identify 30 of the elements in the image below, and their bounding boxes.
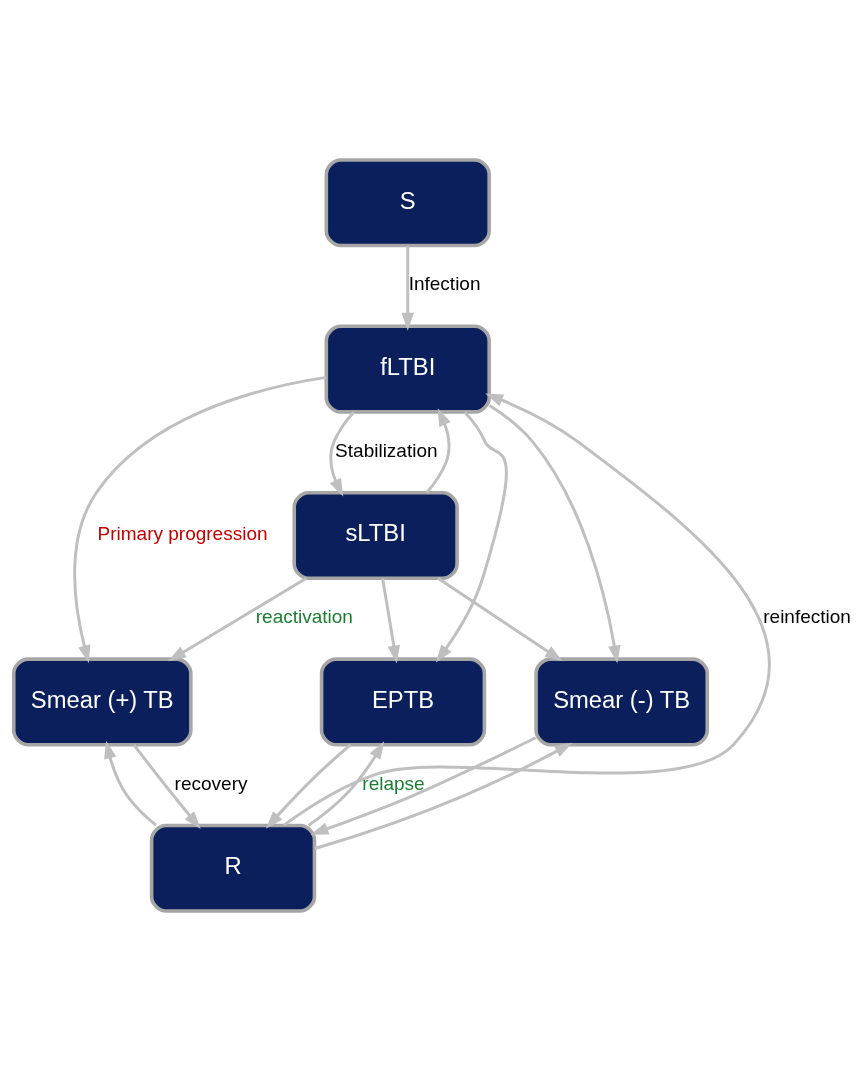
arrow	[488, 403, 621, 663]
edge-label: reactivation	[255, 605, 353, 627]
arrow	[167, 576, 307, 661]
edge-label: Stabilization	[334, 439, 438, 461]
edge-label: recovery	[174, 772, 247, 794]
arrow	[265, 743, 351, 829]
node-box: R	[149, 823, 316, 913]
edge-label: Primary progression	[97, 522, 268, 544]
arrow	[401, 245, 414, 331]
arrow	[72, 375, 326, 663]
node-box: sLTBI	[291, 490, 459, 580]
edge-label: reinfection	[762, 605, 851, 627]
arrow	[328, 410, 355, 496]
edge-label: relapse	[361, 772, 425, 794]
arrow	[425, 407, 451, 494]
arrow	[313, 742, 572, 850]
node-box: Smear (+) TB	[11, 656, 193, 746]
node-box: fLTBI	[324, 324, 491, 414]
arrow	[307, 740, 384, 827]
node-box: S	[324, 157, 491, 247]
arrow	[282, 393, 771, 827]
arrow	[132, 743, 201, 829]
arrow	[103, 740, 157, 826]
arrow	[436, 576, 563, 661]
node-box: EPTB	[319, 656, 486, 746]
arrow	[380, 577, 400, 663]
arrow	[435, 410, 508, 663]
arrow	[310, 735, 536, 835]
edge-label: Infection	[408, 272, 480, 294]
node-box: Smear (-) TB	[533, 656, 709, 746]
